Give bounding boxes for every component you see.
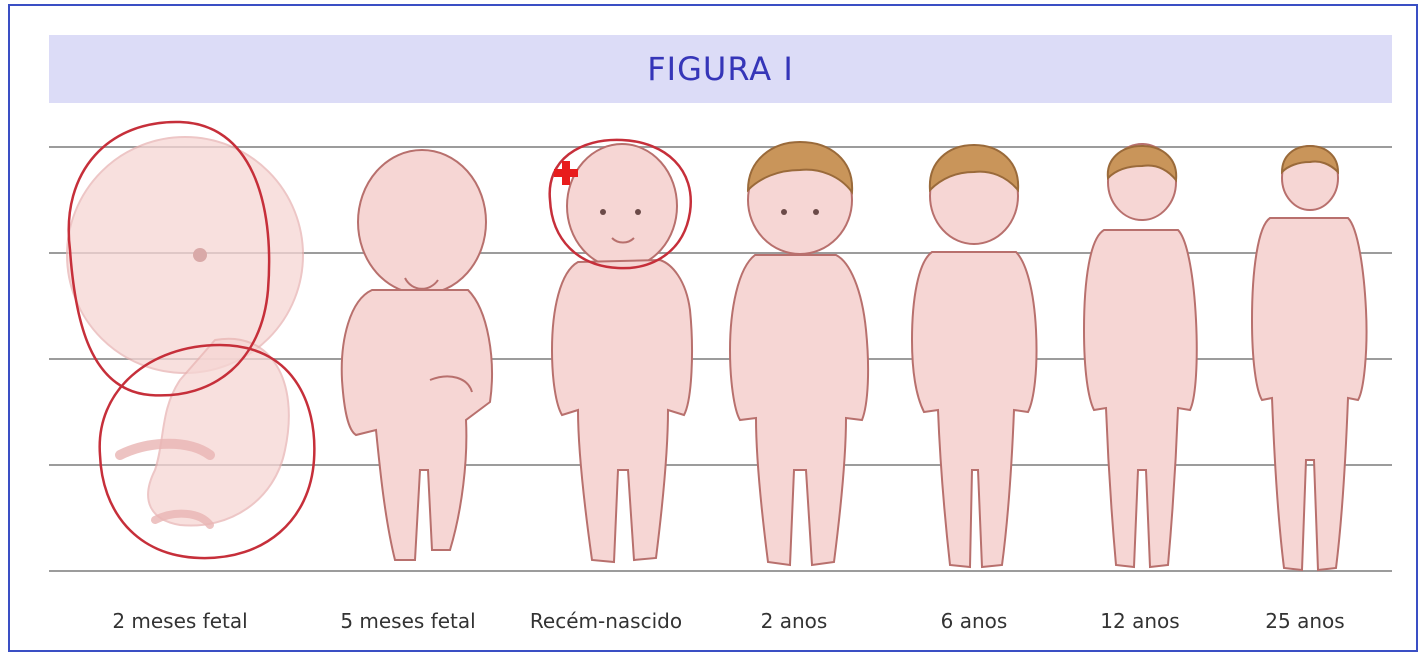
caption-5-meses-fetal: 5 meses fetal	[308, 609, 508, 633]
figure-6-years	[912, 145, 1037, 567]
figure-12-years	[1084, 144, 1197, 567]
figure-25-years	[1252, 146, 1367, 570]
caption-recem-nascido: Recém-nascido	[506, 609, 706, 633]
figure-newborn	[552, 144, 692, 562]
figure-2-years	[730, 142, 868, 565]
caption-2-meses-fetal: 2 meses fetal	[80, 609, 280, 633]
figure-fetus-2-months	[67, 137, 303, 526]
figure-fetus-5-months	[342, 150, 492, 560]
caption-2-anos: 2 anos	[694, 609, 894, 633]
caption-25-anos: 25 anos	[1205, 609, 1405, 633]
